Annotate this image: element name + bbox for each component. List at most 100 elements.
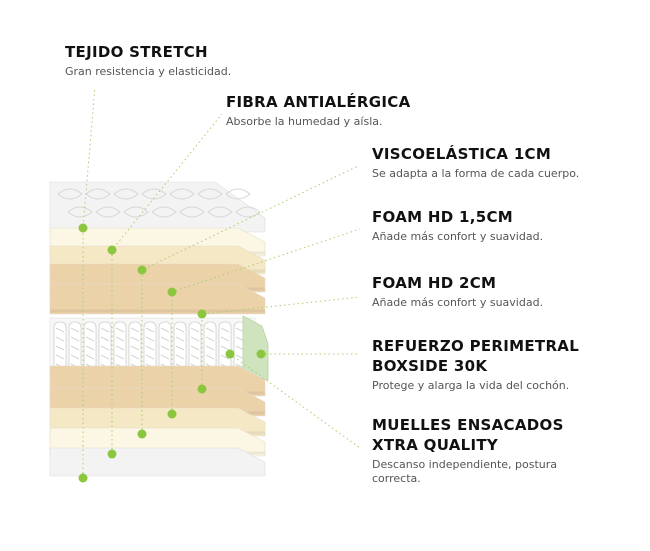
perimeter-frame [242,315,269,381]
spring-coil [55,354,65,360]
callout-dot [137,265,147,275]
layer-description: Gran resistencia y elasticidad. [65,65,232,78]
layer-description: Añade más confort y suavidad. [372,230,544,243]
spring-coil [85,345,95,351]
pocket-spring [203,321,217,371]
quilt-stitch [141,188,167,200]
spring-coil [220,336,230,342]
spring-coil [85,354,95,360]
spring-coil [160,327,170,333]
spring-coil [115,345,125,351]
spring-coil [130,345,140,351]
pocket-spring [218,321,232,371]
pocket-spring [143,321,157,371]
callout-dot [107,245,117,255]
spring-coil [175,345,185,351]
guide-visco [141,165,359,434]
quilt-stitch [235,206,261,218]
spring-coil [115,336,125,342]
spring-coil [220,327,230,333]
quilt-stitch [85,188,111,200]
callout-dot [225,349,235,359]
quilt-stitch [179,206,205,218]
quilt-stitch [225,188,251,200]
spring-coil [145,345,155,351]
spring-coil [85,327,95,333]
spring-coil [205,354,215,360]
quilted-fabric-top [49,181,266,233]
callout-dot [137,429,147,439]
label-fibra-antialergica: FIBRA ANTIALÉRGICA Absorbe la humedad y … [226,92,411,129]
quilted-fabric-bottom [49,447,266,477]
pocket-spring [98,321,112,371]
spring-coil [220,354,230,360]
spring-coil [55,336,65,342]
spring-coil [100,336,110,342]
label-viscoelastica: VISCOELÁSTICA 1CM Se adapta a la forma d… [372,144,579,181]
spring-coil [205,327,215,333]
quilt-stitch [169,188,195,200]
spring-coil [70,345,80,351]
spring-coil [190,345,200,351]
spring-coil [145,354,155,360]
spring-coil [175,327,185,333]
pocket-spring [173,321,187,371]
callout-dot [167,409,177,419]
spring-coil [190,327,200,333]
layer-title: MUELLES ENSACADOS XTRA QUALITY [372,416,564,454]
quilt-stitch [113,188,139,200]
spring-coil [70,354,80,360]
pocket-spring [188,321,202,371]
spring-coil [205,345,215,351]
layer-title: FOAM HD 1,5CM [372,208,513,226]
foam-layer-2-top [49,283,266,315]
spring-coil [115,327,125,333]
callout-dot [78,473,88,483]
quilt-stitch [67,206,93,218]
layer-title: VISCOELÁSTICA 1CM [372,145,552,163]
layer-description: Protege y alarga la vida del cochón. [372,379,570,392]
layer-description: Absorbe la humedad y aísla. [226,115,383,128]
callout-dot [197,384,207,394]
label-tejido-stretch: TEJIDO STRETCH Gran resistencia y elasti… [65,42,231,79]
quilt-stitch [95,206,121,218]
spring-coil [160,345,170,351]
label-foam-hd-1-5cm: FOAM HD 1,5CM Añade más confort y suavid… [372,207,543,244]
callout-dot [167,287,177,297]
spring-coil [130,327,140,333]
callout-dot [256,349,266,359]
spring-coil [130,336,140,342]
spring-coil [100,327,110,333]
pocket-spring [158,321,172,371]
spring-coil [205,336,215,342]
quilt-stitch [57,188,83,200]
spring-coil [160,354,170,360]
spring-coil [85,336,95,342]
quilt-stitch [207,206,233,218]
spring-coil [100,354,110,360]
layer-title: TEJIDO STRETCH [65,43,208,61]
layer-title: FOAM HD 2CM [372,274,497,292]
quilt-stitch [123,206,149,218]
layer-title: FIBRA ANTIALÉRGICA [226,93,411,111]
spring-coil [70,336,80,342]
spring-coil [190,354,200,360]
spring-coil [115,354,125,360]
layer-title: REFUERZO PERIMETRAL BOXSIDE 30K [372,337,580,375]
pocket-spring [128,321,142,371]
label-foam-hd-2cm: FOAM HD 2CM Añade más confort y suavidad… [372,273,543,310]
layer-description: Añade más confort y suavidad. [372,296,544,309]
callout-dot [107,449,117,459]
pocket-spring [53,321,67,371]
spring-coil [100,345,110,351]
spring-coil [145,336,155,342]
spring-coil [190,336,200,342]
spring-coil [55,327,65,333]
pocket-spring [113,321,127,371]
spring-coil [55,345,65,351]
spring-coil [160,336,170,342]
label-refuerzo-perimetral: REFUERZO PERIMETRAL BOXSIDE 30K Protege … [372,336,579,393]
quilt-stitch [197,188,223,200]
